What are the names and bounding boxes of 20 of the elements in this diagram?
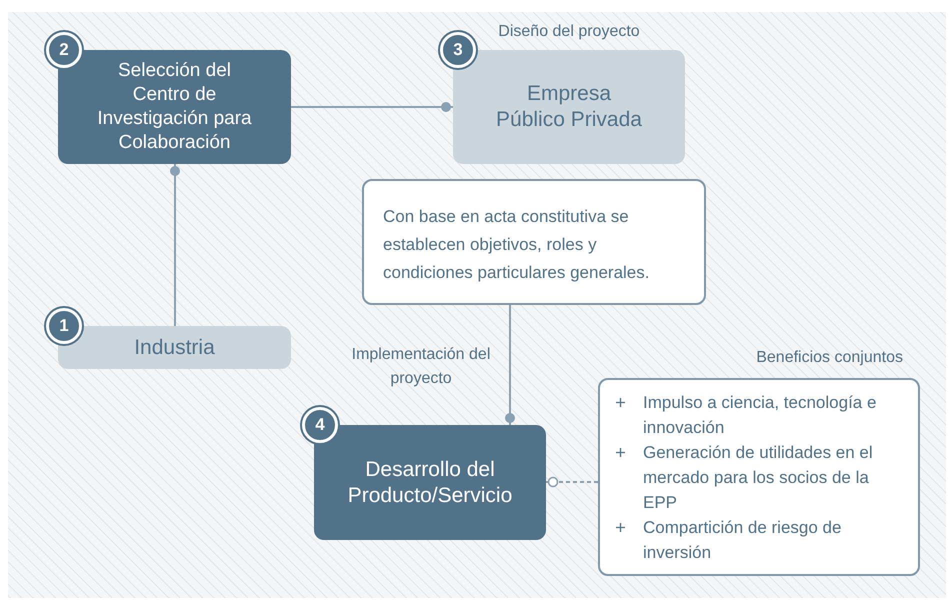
dashed-connector bbox=[546, 476, 598, 488]
list-item: Compartición de riesgo de inversión bbox=[643, 517, 842, 564]
heading-label: Beneficios conjuntos bbox=[756, 348, 903, 368]
list-item: Impulso a ciencia, tecnología e innovación bbox=[643, 392, 878, 439]
list-item: Generación de utilidades en el mercado para los socios de la EPP bbox=[643, 442, 874, 514]
connector-line bbox=[170, 164, 180, 326]
number-badge: 4 bbox=[302, 407, 338, 443]
number-badge: 2 bbox=[46, 32, 82, 68]
stage-label: Implementación del proyecto bbox=[350, 345, 492, 389]
connector-line bbox=[505, 305, 515, 425]
note-text: Con base en acta constitutiva se establecen objetivos, roles y condiciones particulares generales. bbox=[383, 206, 650, 284]
note-box bbox=[362, 179, 706, 305]
connector-line bbox=[291, 102, 453, 112]
number-badge: 3 bbox=[440, 32, 476, 68]
number-badge: 1 bbox=[46, 308, 82, 344]
box-label: Desarrollo del Producto/Servicio bbox=[346, 456, 514, 508]
box-label: Industria bbox=[134, 334, 215, 360]
box-label: Empresa Público Privada bbox=[495, 81, 643, 133]
heading-label: Diseño del proyecto bbox=[497, 22, 641, 42]
box-label: Selección del Centro de Investigación para Colaboración bbox=[96, 59, 253, 155]
